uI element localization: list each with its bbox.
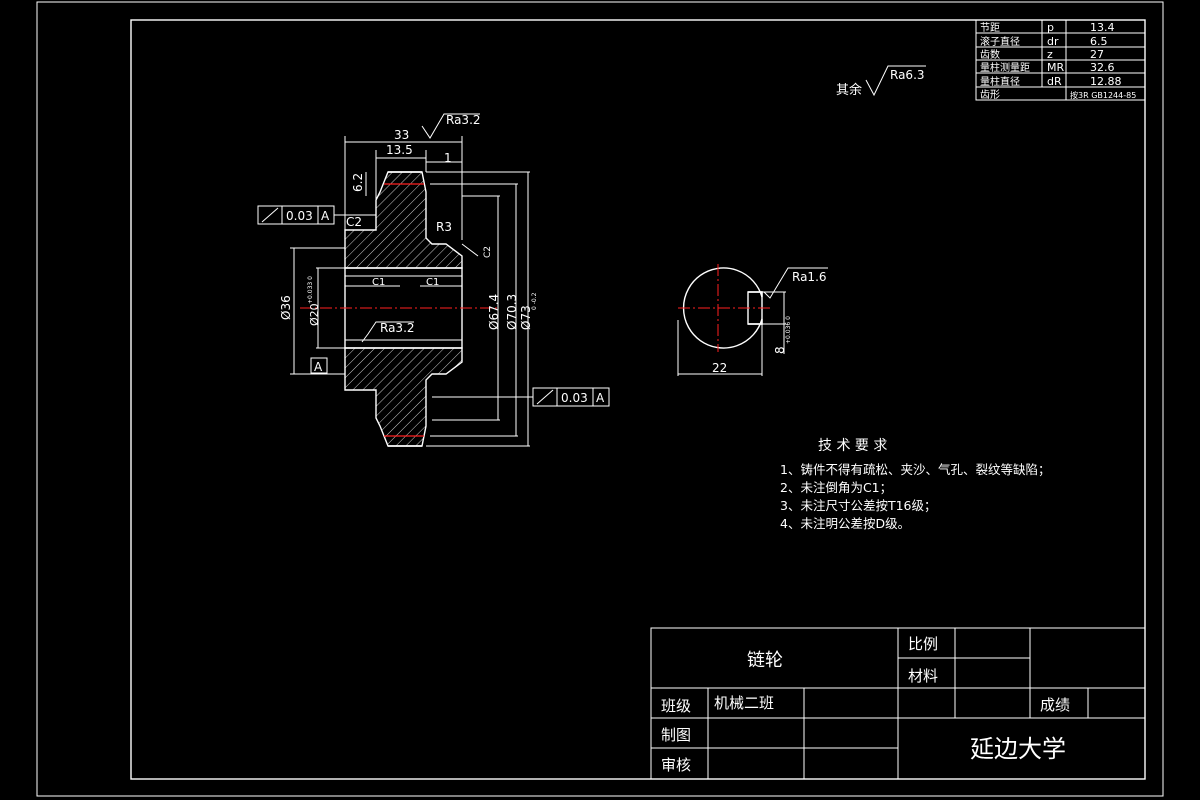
part-name: 链轮: [747, 650, 783, 671]
dim-bore-tol: +0.033 0: [307, 276, 314, 304]
param-name: 齿形: [980, 89, 1000, 101]
inner-chamfer: C1: [426, 277, 439, 288]
param-symbol: z: [1047, 48, 1053, 61]
class-label: 班级: [661, 697, 691, 715]
dim-offset: 1: [444, 151, 452, 165]
score-label: 成绩: [1040, 696, 1070, 714]
dim-d1: Ø67.4: [487, 294, 501, 330]
param-value: 27: [1090, 48, 1104, 61]
roughness-symbol-icon: [421, 113, 480, 139]
class-value: 机械二班: [714, 694, 774, 712]
tech-req-item: 1、铸件不得有疏松、夹沙、气孔、裂纹等缺陷；: [780, 462, 1050, 477]
title-block: 链轮 比例 材料 班级 机械二班 成绩 制图 审核 延边大学: [650, 627, 1146, 780]
runout-arrow-icon: [536, 389, 554, 405]
checked-by-label: 审核: [661, 756, 691, 774]
runout-arrow-icon: [261, 207, 279, 223]
keyway-end-view: Ra1.6 22 8 +0.036 0: [677, 264, 828, 376]
param-name: 量柱测量距: [980, 61, 1030, 74]
roughness-symbol-icon: [865, 65, 926, 97]
drawn-by-label: 制图: [661, 726, 691, 744]
param-name: 齿数: [980, 48, 1000, 61]
param-symbol: p: [1047, 21, 1054, 34]
roughness-bore: Ra3.2: [380, 321, 415, 335]
dim-key-depth: 8: [773, 346, 787, 354]
datum-label: A: [314, 360, 323, 374]
technical-requirements: 技 术 要 求 1、铸件不得有疏松、夹沙、气孔、裂纹等缺陷； 2、未注倒角为C1…: [780, 438, 1050, 531]
runout-tolerance-frame: 0.03 A: [432, 387, 610, 407]
tolerance-datum: A: [321, 209, 330, 223]
school-name: 延边大学: [970, 735, 1066, 763]
inner-border: [130, 19, 1146, 780]
section-dimensions: 33 Ra3.2 13.5 1 6.2 C2 R3 C2 C1 C1 Ra3.2: [279, 113, 538, 447]
rest-label: 其余: [836, 82, 862, 98]
tolerance-value: 0.03: [286, 209, 313, 223]
dim-key-width: 22: [712, 361, 727, 375]
param-name: 滚子直径: [980, 35, 1020, 48]
upper-section-hatch: [344, 171, 463, 269]
param-value: 按3R GB1244-85: [1070, 90, 1136, 100]
roughness-symbol-icon: [763, 267, 828, 299]
tolerance-datum: A: [596, 391, 605, 405]
chamfer-right: C2: [483, 246, 493, 258]
runout-tolerance-frame: 0.03 A: [257, 205, 376, 225]
tech-req-item: 3、未注尺寸公差按T16级；: [780, 498, 937, 513]
dim-bore-dia: Ø20: [308, 303, 321, 326]
dim-hub-dia: Ø36: [279, 295, 293, 320]
general-roughness-note: 其余 Ra6.3: [836, 65, 926, 98]
roughness-top: Ra3.2: [446, 113, 481, 127]
param-value: 12.88: [1090, 75, 1122, 88]
roughness-symbol-icon: [361, 321, 414, 343]
roughness-keyway: Ra1.6: [792, 270, 827, 284]
outer-border: [36, 1, 1164, 797]
chamfer-left: C2: [346, 215, 362, 229]
param-name: 节距: [980, 22, 1000, 34]
param-symbol: dR: [1047, 75, 1062, 88]
param-name: 量柱直径: [980, 75, 1020, 88]
dim-d3: Ø73: [519, 305, 533, 330]
param-symbol: MR: [1047, 61, 1064, 74]
dim-width-total: 33: [394, 128, 409, 142]
sprocket-section-view: [300, 171, 500, 447]
tech-req-item: 4、未注明公差按D级。: [780, 516, 910, 531]
fillet-radius: R3: [436, 220, 452, 234]
param-value: 32.6: [1090, 61, 1115, 74]
tech-req-title: 技 术 要 求: [818, 438, 887, 454]
param-value: 6.5: [1090, 35, 1108, 48]
material-label: 材料: [908, 667, 938, 685]
datum-box: [310, 357, 328, 374]
parameter-table: 节距 滚子直径 齿数 量柱测量距 量柱直径 齿形 p dr z MR dR 13…: [975, 19, 1146, 101]
scale-label: 比例: [908, 635, 938, 653]
param-symbol: dr: [1047, 35, 1059, 48]
dim-d2: Ø70.3: [505, 294, 519, 330]
dim-key-tol: +0.036 0: [785, 316, 792, 344]
param-value: 13.4: [1090, 21, 1115, 34]
rest-roughness-value: Ra6.3: [890, 68, 925, 82]
tech-req-item: 2、未注倒角为C1；: [780, 480, 892, 495]
dim-tooth-height: 6.2: [351, 173, 365, 192]
inner-chamfer: C1: [372, 277, 385, 288]
dim-d3-tol: 0 -0.2: [531, 292, 538, 310]
tolerance-value: 0.03: [561, 391, 588, 405]
dim-width-teeth: 13.5: [386, 143, 413, 157]
